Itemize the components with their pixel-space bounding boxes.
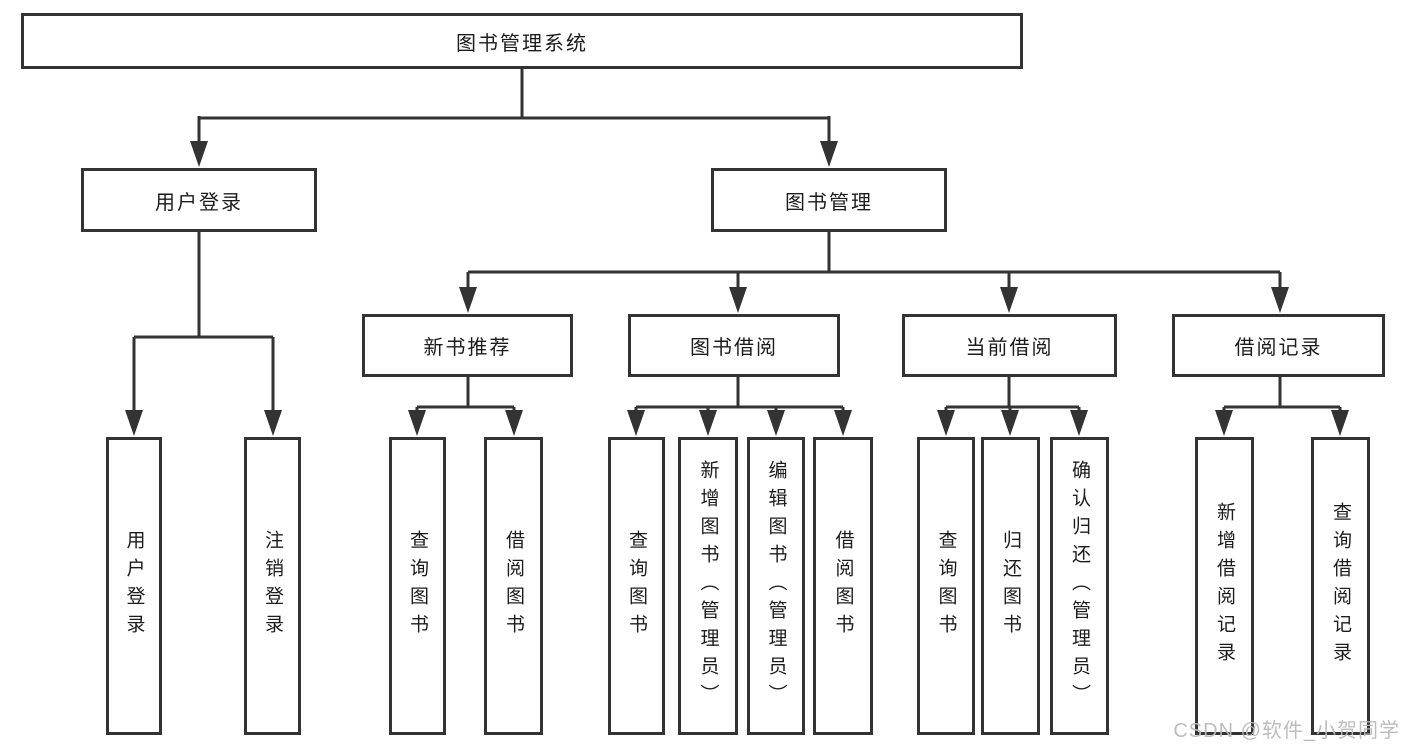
leaf-query-books-borrow: 查询图书 bbox=[608, 437, 665, 735]
leaf-logout-label: 注销登录 bbox=[262, 530, 283, 642]
node-new-book-recommend-label: 新书推荐 bbox=[423, 337, 512, 359]
node-borrow-records: 借阅记录 bbox=[1172, 314, 1385, 377]
leaf-borrow-books-recommend-label: 借阅图书 bbox=[503, 530, 524, 642]
leaf-borrow-books-recommend: 借阅图书 bbox=[484, 437, 543, 735]
leaf-query-borrow-record-label: 查询借阅记录 bbox=[1330, 502, 1351, 670]
leaf-confirm-return-admin: 确认归还（管理员） bbox=[1050, 437, 1109, 735]
leaf-query-books-current: 查询图书 bbox=[917, 437, 975, 735]
csdn-watermark: CSDN @软件_小贺同学 bbox=[1173, 720, 1400, 742]
node-book-borrow-label: 图书借阅 bbox=[690, 337, 778, 359]
leaf-query-books-borrow-label: 查询图书 bbox=[626, 530, 647, 642]
leaf-query-books-current-label: 查询图书 bbox=[935, 530, 957, 642]
leaf-edit-book-admin-label: 编辑图书（管理员） bbox=[765, 460, 787, 712]
node-book-management-label: 图书管理 bbox=[785, 191, 873, 214]
leaf-user-login: 用户登录 bbox=[106, 437, 162, 735]
node-book-borrow: 图书借阅 bbox=[628, 314, 840, 377]
node-user-login: 用户登录 bbox=[81, 168, 317, 232]
leaf-borrow-books-label: 借阅图书 bbox=[832, 530, 854, 642]
leaf-return-book-label: 归还图书 bbox=[1000, 530, 1021, 642]
node-current-borrow: 当前借阅 bbox=[902, 314, 1117, 377]
leaf-logout: 注销登录 bbox=[244, 437, 301, 735]
leaf-return-book: 归还图书 bbox=[981, 437, 1040, 735]
node-current-borrow-label: 当前借阅 bbox=[965, 337, 1054, 359]
connector-segments bbox=[132, 68, 1342, 412]
node-borrow-records-label: 借阅记录 bbox=[1234, 337, 1323, 359]
arrowheads bbox=[125, 141, 1349, 436]
leaf-add-borrow-record-label: 新增借阅记录 bbox=[1214, 502, 1235, 670]
leaf-query-books-recommend-label: 查询图书 bbox=[407, 530, 428, 642]
node-root: 图书管理系统 bbox=[21, 13, 1023, 69]
leaf-borrow-books: 借阅图书 bbox=[813, 437, 873, 735]
leaf-query-books-recommend: 查询图书 bbox=[389, 437, 446, 735]
leaf-add-book-admin: 新增图书（管理员） bbox=[678, 437, 738, 735]
node-new-book-recommend: 新书推荐 bbox=[362, 314, 573, 377]
node-book-management: 图书管理 bbox=[711, 168, 947, 232]
leaf-add-book-admin-label: 新增图书（管理员） bbox=[697, 460, 719, 712]
leaf-add-borrow-record: 新增借阅记录 bbox=[1195, 437, 1254, 735]
node-user-login-label: 用户登录 bbox=[155, 191, 243, 214]
leaf-confirm-return-admin-label: 确认归还（管理员） bbox=[1069, 460, 1090, 712]
leaf-edit-book-admin: 编辑图书（管理员） bbox=[747, 437, 805, 735]
leaf-user-login-label: 用户登录 bbox=[123, 530, 145, 642]
leaf-query-borrow-record: 查询借阅记录 bbox=[1311, 437, 1370, 735]
node-root-label: 图书管理系统 bbox=[456, 32, 588, 55]
